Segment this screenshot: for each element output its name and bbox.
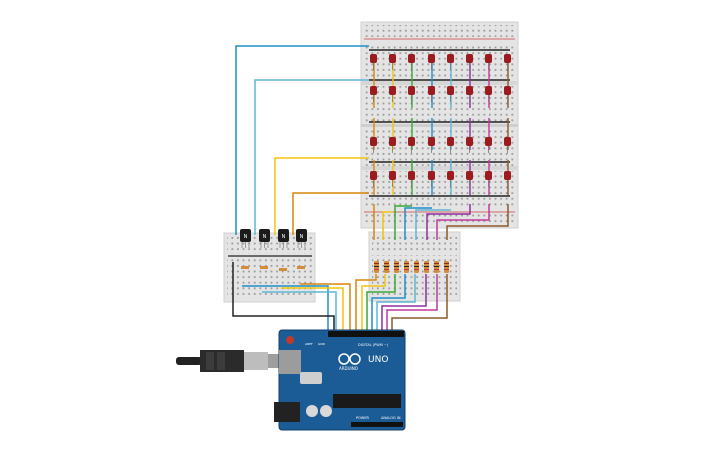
led[interactable] (370, 86, 377, 95)
resistor-band (444, 269, 449, 270)
analog-label: ANALOG IN (381, 416, 401, 420)
transistor[interactable] (259, 229, 270, 242)
power-jack (274, 402, 300, 422)
led[interactable] (447, 54, 454, 63)
transistor-label: N (300, 234, 304, 240)
led[interactable] (428, 54, 435, 63)
led[interactable] (389, 171, 396, 180)
transistor-label: N (282, 234, 286, 240)
gnd-label: GND (318, 342, 326, 346)
resistor-band (394, 266, 399, 267)
led[interactable] (466, 54, 473, 63)
resistor-band (424, 266, 429, 267)
model-label: UNO (368, 355, 388, 365)
crystal (300, 372, 322, 384)
led[interactable] (370, 137, 377, 146)
usb-port (279, 350, 301, 374)
resistor-band (394, 263, 399, 264)
digital-header[interactable] (328, 331, 404, 337)
led[interactable] (370, 54, 377, 63)
resistor-band (444, 266, 449, 267)
led[interactable] (408, 137, 415, 146)
power-label: POWER (356, 416, 370, 420)
resistor-band (444, 263, 449, 264)
resistor-band (434, 269, 439, 270)
resistor-band (414, 263, 419, 264)
resistor-band (414, 269, 419, 270)
capacitor (320, 405, 332, 417)
led[interactable] (447, 171, 454, 180)
led[interactable] (370, 171, 377, 180)
resistor-band (374, 269, 379, 270)
led[interactable] (408, 86, 415, 95)
transistor[interactable] (278, 229, 289, 242)
led[interactable] (485, 54, 492, 63)
led[interactable] (485, 137, 492, 146)
led[interactable] (408, 171, 415, 180)
transistor-label: N (244, 234, 248, 240)
transistor-resistors (241, 266, 305, 271)
wire-row3 (274, 157, 369, 235)
arduino-logo-icon (338, 353, 361, 365)
microcontroller-chip (333, 394, 401, 408)
resistor-band (374, 266, 379, 267)
led[interactable] (485, 86, 492, 95)
resistor-band (404, 269, 409, 270)
led[interactable] (389, 137, 396, 146)
led[interactable] (389, 54, 396, 63)
led[interactable] (504, 86, 511, 95)
wire-row1 (235, 45, 369, 235)
digital-label: DIGITAL (PWM ~) (358, 343, 389, 347)
led[interactable] (408, 54, 415, 63)
aref-label: AREF (305, 342, 313, 346)
resistor-band (424, 263, 429, 264)
led-matrix-breadboard[interactable] (360, 21, 519, 229)
led[interactable] (504, 54, 511, 63)
resistor-band (384, 266, 389, 267)
led[interactable] (466, 86, 473, 95)
resistor-row (374, 261, 449, 273)
resistor-band (404, 263, 409, 264)
resistor-band (404, 266, 409, 267)
resistor-band (384, 269, 389, 270)
led-matrix[interactable] (370, 54, 511, 187)
resistor-band (434, 263, 439, 264)
transistor[interactable] (296, 229, 307, 242)
transistor-label: N (263, 234, 267, 240)
led[interactable] (466, 171, 473, 180)
led[interactable] (428, 171, 435, 180)
wires[interactable] (232, 45, 509, 330)
resistor-band (374, 263, 379, 264)
arduino-uno-board[interactable]: UNO ARDUINO DIGITAL (PWM ~) POWER ANALOG… (274, 329, 406, 431)
led[interactable] (504, 137, 511, 146)
resistor-band (394, 269, 399, 270)
capacitor (306, 405, 318, 417)
resistor-band (424, 269, 429, 270)
led[interactable] (466, 137, 473, 146)
wire-row4 (292, 192, 369, 235)
resistor-band (384, 263, 389, 264)
analog-header[interactable] (351, 422, 403, 427)
wire-row2 (254, 79, 369, 235)
led[interactable] (447, 86, 454, 95)
usb-cable-icon (176, 350, 282, 372)
brand-label: ARDUINO (339, 366, 358, 371)
led[interactable] (504, 171, 511, 180)
led[interactable] (447, 137, 454, 146)
led[interactable] (389, 86, 396, 95)
led[interactable] (485, 171, 492, 180)
resistor-band (434, 266, 439, 267)
reset-button-icon[interactable] (286, 336, 294, 344)
led[interactable] (428, 86, 435, 95)
transistor[interactable] (240, 229, 251, 242)
led[interactable] (428, 137, 435, 146)
resistor-band (414, 266, 419, 267)
